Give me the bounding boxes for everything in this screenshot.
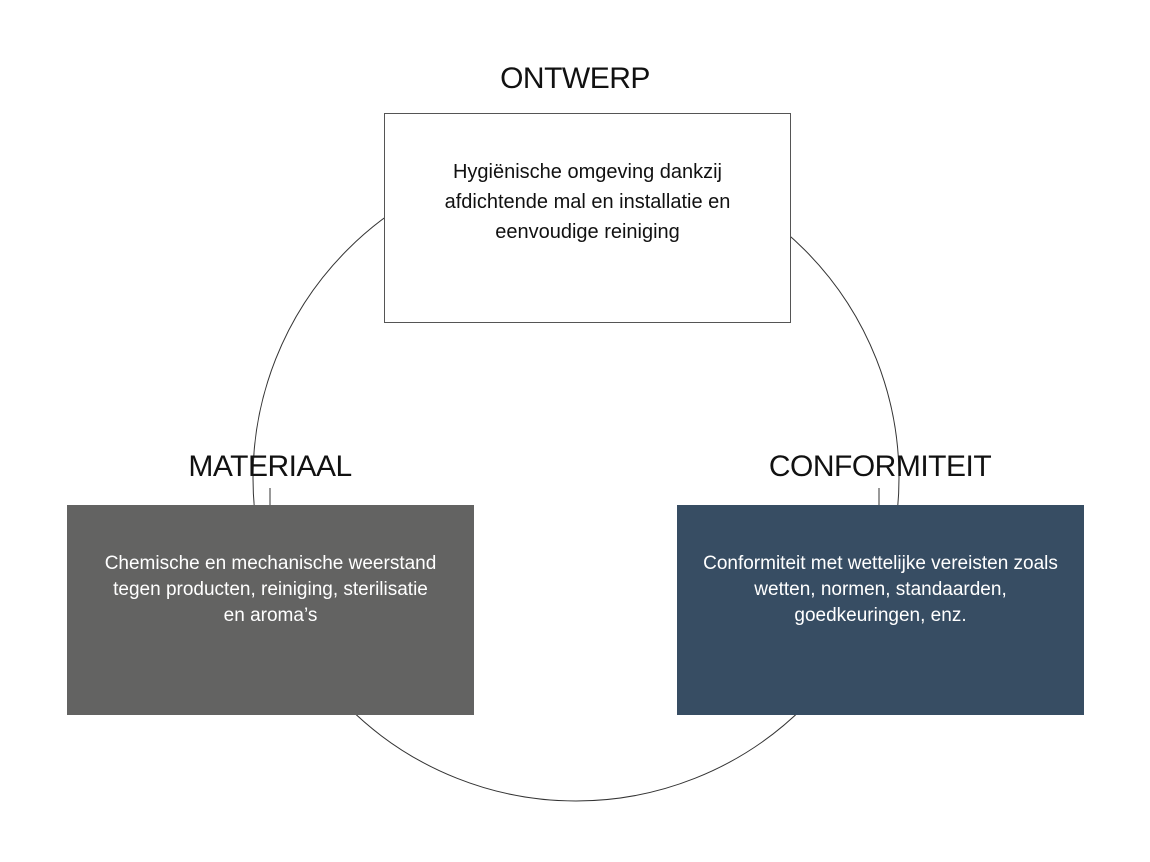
conformiteit-line: Conformiteit met wettelijke vereisten zo… [703, 553, 1058, 574]
ontwerp-title: ONTWERP [500, 62, 650, 95]
materiaal-box: Chemische en mechanische weerstand tegen… [67, 505, 474, 715]
ontwerp-line: afdichtende mal en installatie en [444, 191, 731, 213]
conformiteit-box: Conformiteit met wettelijke vereisten zo… [677, 505, 1084, 715]
ontwerp-line: Hygiënische omgeving dankzij [452, 161, 723, 183]
materiaal-title: MATERIAAL [188, 450, 352, 483]
conformiteit-line: goedkeuringen, enz. [794, 605, 967, 626]
conformiteit-description: Conformiteit met wettelijke vereisten zo… [681, 551, 1080, 629]
materiaal-line: en aroma’s [223, 605, 318, 626]
materiaal-line: Chemische en mechanische weerstand [104, 553, 437, 574]
conformiteit-title: CONFORMITEIT [768, 450, 992, 483]
ontwerp-line: eenvoudige reiniging [495, 221, 680, 243]
conformiteit-line: wetten, normen, standaarden, [754, 579, 1007, 600]
ontwerp-description: Hygiënische omgeving dankzij afdichtende… [423, 157, 753, 247]
ontwerp-box: Hygiënische omgeving dankzij afdichtende… [384, 113, 791, 323]
materiaal-line: tegen producten, reiniging, sterilisatie [113, 579, 428, 600]
materiaal-description: Chemische en mechanische weerstand tegen… [83, 551, 459, 629]
